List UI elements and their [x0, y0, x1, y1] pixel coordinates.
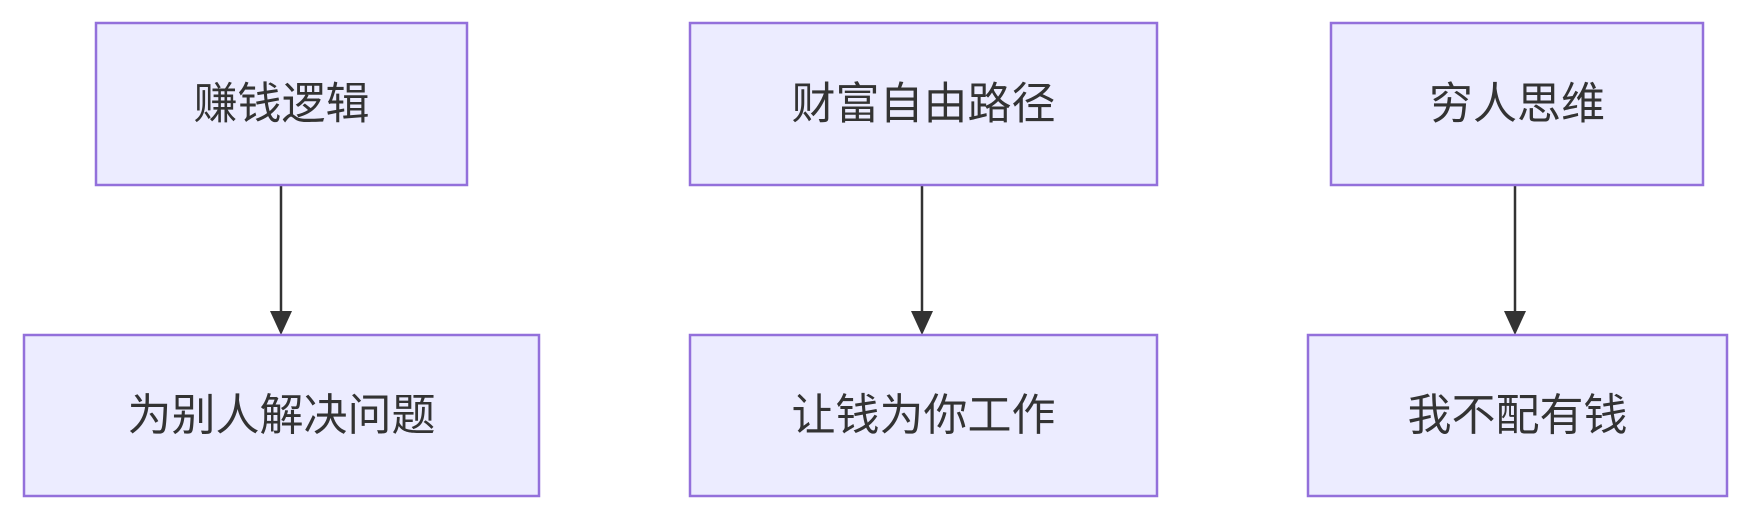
- node-c2-label: 我不配有钱: [1408, 390, 1628, 441]
- node-b1-label: 财富自由路径: [792, 79, 1056, 130]
- node-c1: 穷人思维: [1329, 21, 1705, 187]
- edge-a1-a2: [270, 186, 292, 335]
- node-b1: 财富自由路径: [688, 21, 1159, 187]
- node-a2-label: 为别人解决问题: [128, 390, 436, 441]
- node-c1-label: 穷人思维: [1429, 79, 1605, 130]
- edge-b1-b2: [911, 186, 933, 335]
- node-a1-label: 赚钱逻辑: [194, 79, 370, 130]
- arrow-head-b2: [911, 311, 933, 335]
- node-b2: 让钱为你工作: [688, 333, 1159, 498]
- node-c2: 我不配有钱: [1306, 333, 1729, 498]
- edge-c1-c2: [1504, 186, 1526, 335]
- node-b2-label: 让钱为你工作: [792, 390, 1056, 441]
- arrow-head-c2: [1504, 311, 1526, 335]
- node-a1: 赚钱逻辑: [94, 21, 469, 187]
- arrow-head-a2: [270, 311, 292, 335]
- node-a2: 为别人解决问题: [22, 333, 541, 498]
